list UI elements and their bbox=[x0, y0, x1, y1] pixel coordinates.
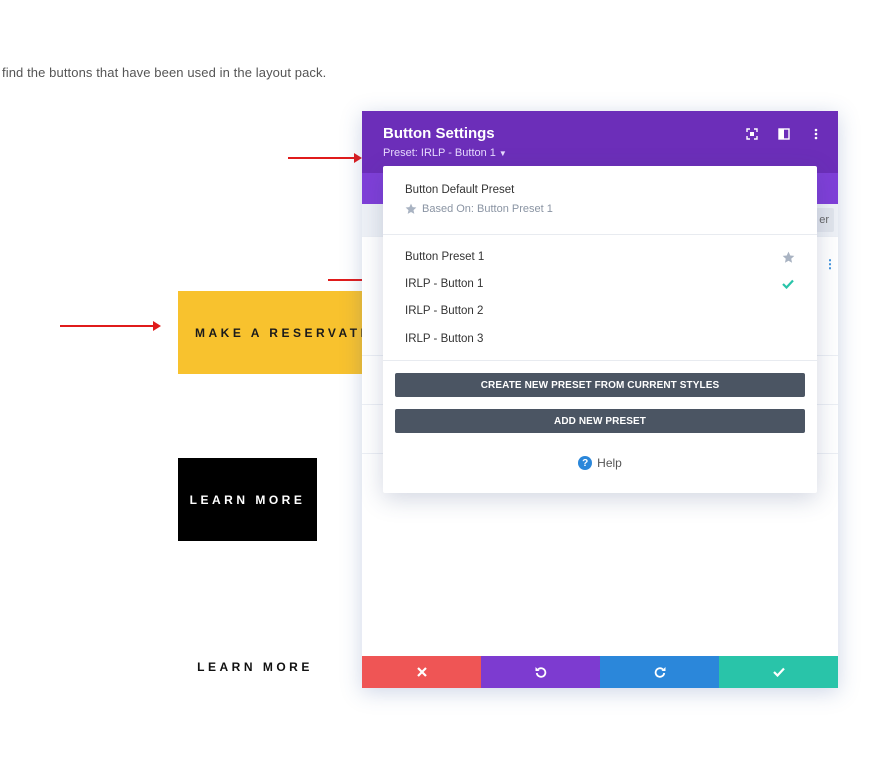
preset-item-button-preset-1[interactable]: Button Preset 1 bbox=[383, 244, 817, 270]
redo-button[interactable] bbox=[600, 656, 719, 688]
preset-item-label: IRLP - Button 1 bbox=[405, 278, 484, 290]
add-new-preset-button[interactable]: ADD NEW PRESET bbox=[395, 409, 805, 433]
save-button[interactable] bbox=[719, 656, 838, 688]
based-on-label: Based On: Button Preset 1 bbox=[422, 203, 553, 215]
more-options-icon[interactable] bbox=[808, 126, 824, 142]
help-label: Help bbox=[597, 456, 622, 470]
preset-item-irlp-button-1[interactable]: IRLP - Button 1 bbox=[383, 271, 817, 297]
annotation-arrow-preset bbox=[288, 153, 362, 163]
redo-icon bbox=[654, 667, 665, 678]
modal-title: Button Settings bbox=[383, 125, 495, 142]
intro-text: find the buttons that have been used in … bbox=[2, 65, 327, 80]
make-reservation-button[interactable]: MAKE A RESERVATIO bbox=[178, 291, 378, 374]
preset-item-label: Button Preset 1 bbox=[405, 251, 485, 263]
preset-selector[interactable]: Preset: IRLP - Button 1▼ bbox=[383, 147, 507, 159]
help-link[interactable]: ? Help bbox=[383, 456, 817, 470]
fullscreen-icon[interactable] bbox=[744, 126, 760, 142]
default-preset-label: Button Default Preset bbox=[405, 184, 515, 196]
preset-item-irlp-button-3[interactable]: IRLP - Button 3 bbox=[383, 326, 817, 352]
modal-header: Button Settings Preset: IRLP - Button 1▼ bbox=[362, 111, 838, 173]
preset-selector-label: Preset: IRLP - Button 1 bbox=[383, 147, 496, 159]
check-icon bbox=[772, 667, 785, 677]
undo-button[interactable] bbox=[481, 656, 600, 688]
cancel-button[interactable] bbox=[362, 656, 481, 688]
create-new-preset-button[interactable]: CREATE NEW PRESET FROM CURRENT STYLES bbox=[395, 373, 805, 397]
check-icon bbox=[781, 277, 795, 291]
learn-more-button-black[interactable]: LEARN MORE bbox=[178, 458, 317, 541]
close-icon bbox=[416, 667, 427, 677]
based-on-row: Based On: Button Preset 1 bbox=[405, 203, 553, 215]
preset-item-irlp-button-2[interactable]: IRLP - Button 2 bbox=[383, 298, 817, 324]
preset-dropdown: Button Default Preset Based On: Button P… bbox=[383, 166, 817, 493]
dropdown-divider bbox=[383, 360, 817, 361]
learn-more-button-plain[interactable]: LEARN MORE bbox=[197, 660, 313, 674]
modal-footer bbox=[362, 656, 838, 688]
row-more-icon[interactable]: ⋮ bbox=[824, 257, 836, 271]
annotation-arrow-yellow-button bbox=[60, 321, 161, 331]
help-icon: ? bbox=[578, 456, 593, 470]
undo-icon bbox=[535, 667, 546, 678]
caret-down-icon: ▼ bbox=[498, 149, 507, 158]
split-view-icon[interactable] bbox=[776, 126, 792, 142]
star-icon bbox=[405, 203, 417, 214]
preset-item-label: IRLP - Button 3 bbox=[405, 333, 484, 345]
star-icon[interactable] bbox=[781, 250, 795, 264]
preset-item-label: IRLP - Button 2 bbox=[405, 305, 484, 317]
dropdown-divider bbox=[383, 234, 817, 235]
